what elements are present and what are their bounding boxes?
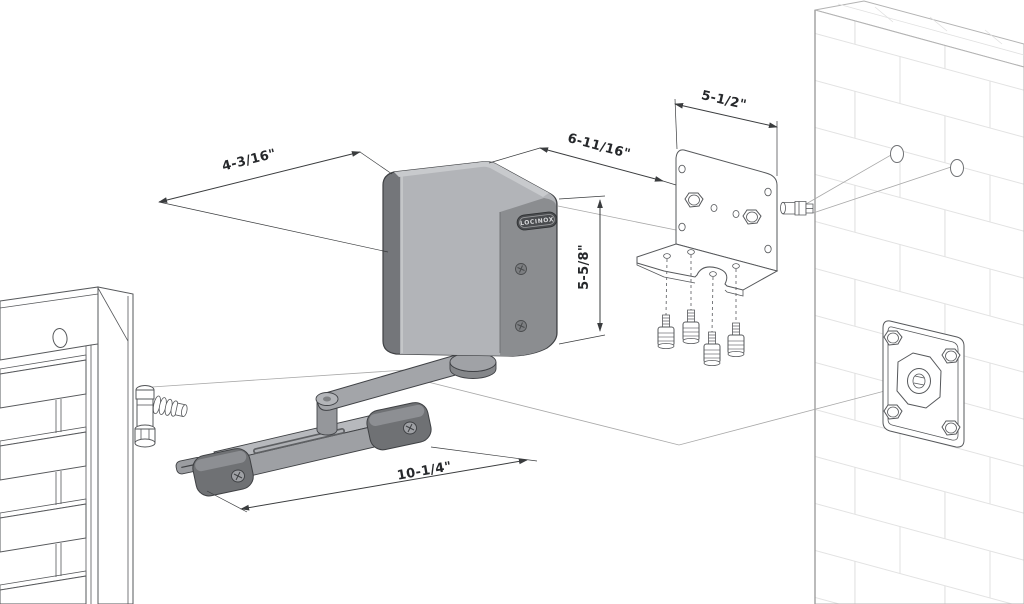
projection-lines [136,154,952,446]
dim-label-closer-depth: 4-3/16" [221,147,278,175]
closer-screw-bottom [515,320,527,332]
hinge-threaded-shaft [152,395,188,417]
gate [0,286,134,604]
gate-top-rail [0,286,99,361]
closer-pivot-boss [449,352,497,379]
rail-screw-left [231,469,245,483]
wall-hole-right [950,159,964,177]
closer-body: LOCINOX [382,161,558,357]
rail-right-end-cap [366,402,432,451]
arm-to-wall-plate-line [399,374,901,446]
brick-wall [814,0,1024,604]
wall-mounting-plate [882,320,965,448]
locinox-logo: LOCINOX [516,211,558,231]
wall-anchor-holes [890,145,964,177]
stud-to-hole-line-1 [805,154,892,205]
rail-left-end-cap [192,448,254,497]
gate-post [97,286,134,604]
closer-screw-top [515,263,527,275]
stud-to-hole-line-2 [812,166,952,214]
mounting-bracket [636,149,814,367]
gate-slats [0,354,87,604]
gate-mitre-joint [97,287,129,342]
closer-front-face [500,198,556,356]
anchor-stud [780,201,814,216]
dimension-closer-depth: 4-3/16" [158,147,393,253]
brand-text: LOCINOX [520,216,555,227]
socket-screws [657,309,745,367]
gate-rail-hole [52,328,68,348]
dimension-closer-height: 5-5/8" [558,195,606,345]
dim-label-arm-length: 10-1/4" [396,459,453,483]
gate-hinge [134,385,188,448]
slide-rail-arm [175,402,432,497]
hinge-projection-line [136,368,421,389]
dim-label-bracket-width: 5-1/2" [700,88,748,113]
wall-hole-left [890,145,904,163]
wall-front-face [814,9,1024,604]
dim-label-closer-height: 5-5/8" [577,244,592,290]
bracket-flange [636,243,779,291]
closer-top-facet [394,161,549,197]
screw-alignment-lines [665,255,737,334]
rail-screw-right [403,421,417,435]
closer-to-bracket-line [557,205,677,231]
